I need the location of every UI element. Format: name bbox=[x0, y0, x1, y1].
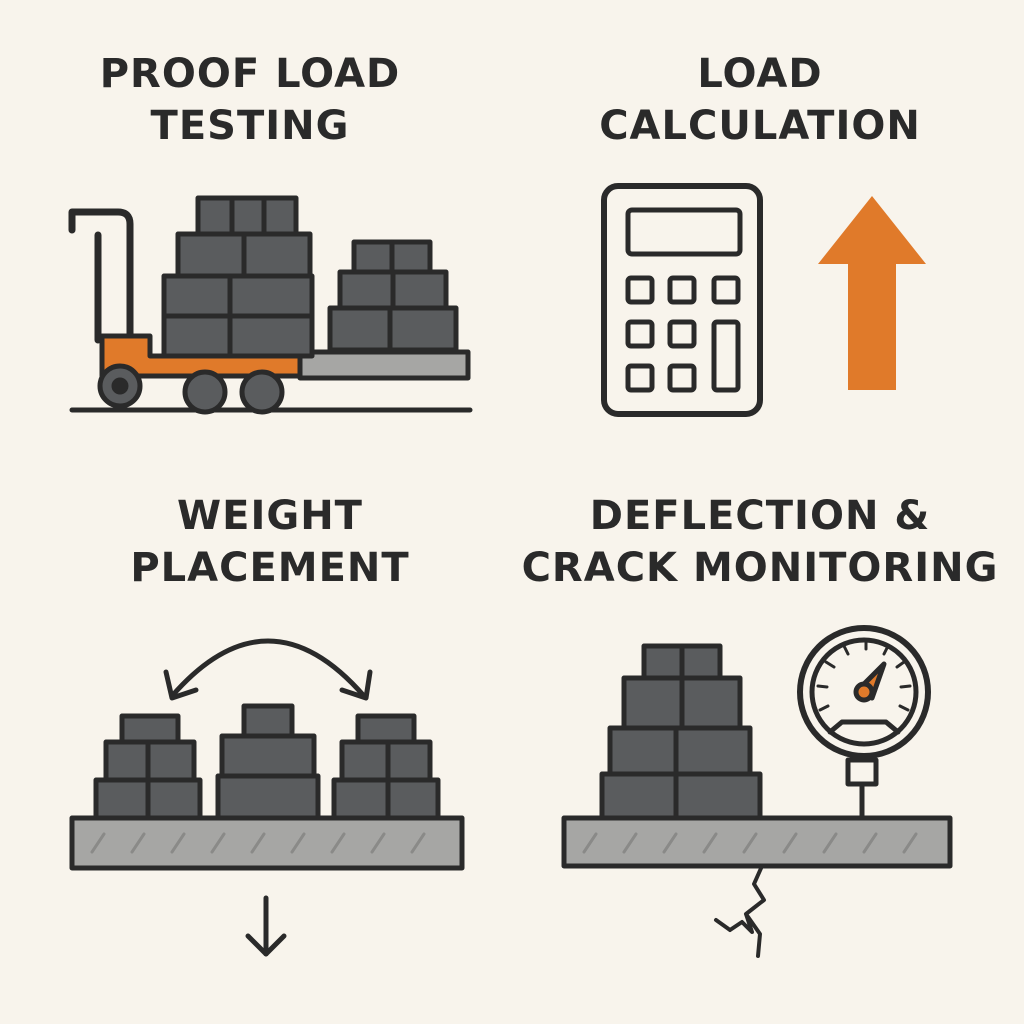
slab-texture bbox=[90, 832, 426, 854]
slab bbox=[69, 815, 465, 871]
block-stack-middle bbox=[215, 703, 321, 821]
title-deflection-crack-monitoring: DEFLECTION & CRACK MONITORING bbox=[510, 490, 1010, 594]
block-stack-small bbox=[327, 239, 459, 353]
block-stack-large bbox=[161, 195, 315, 359]
jack-handle bbox=[68, 208, 134, 344]
title-line: TESTING bbox=[150, 103, 350, 149]
up-arrow-icon bbox=[818, 196, 926, 390]
title-line: LOAD bbox=[697, 51, 823, 97]
curved-double-arrow-icon bbox=[169, 638, 367, 699]
crack-icon bbox=[714, 864, 766, 958]
title-line: CALCULATION bbox=[599, 103, 921, 149]
wheel-hub bbox=[111, 377, 129, 395]
title-line: PROOF LOAD bbox=[99, 51, 401, 97]
gauge-pivot bbox=[853, 681, 875, 703]
title-line: CRACK MONITORING bbox=[521, 545, 999, 591]
block-stack-right bbox=[331, 713, 441, 821]
title-line: PLACEMENT bbox=[130, 545, 410, 591]
title-weight-placement: WEIGHT PLACEMENT bbox=[40, 490, 500, 594]
calculator-icon bbox=[601, 183, 763, 417]
title-line: WEIGHT bbox=[177, 493, 363, 539]
title-load-calculation: LOAD CALCULATION bbox=[540, 48, 980, 152]
arrowhead-left bbox=[163, 669, 199, 701]
title-line: DEFLECTION & bbox=[589, 493, 931, 539]
arrowhead-right bbox=[339, 669, 373, 701]
gauge-ticks bbox=[816, 638, 912, 712]
pressure-gauge-icon bbox=[797, 625, 931, 821]
slab bbox=[561, 815, 953, 869]
wheel bbox=[182, 369, 228, 415]
wheel bbox=[239, 369, 285, 415]
block-stack-left bbox=[93, 713, 203, 821]
title-proof-load-testing: PROOF LOAD TESTING bbox=[40, 48, 460, 152]
block-stack-tall bbox=[599, 643, 763, 821]
down-arrow-icon bbox=[245, 895, 287, 957]
jack-fork bbox=[297, 349, 471, 381]
slab-texture bbox=[582, 832, 918, 854]
